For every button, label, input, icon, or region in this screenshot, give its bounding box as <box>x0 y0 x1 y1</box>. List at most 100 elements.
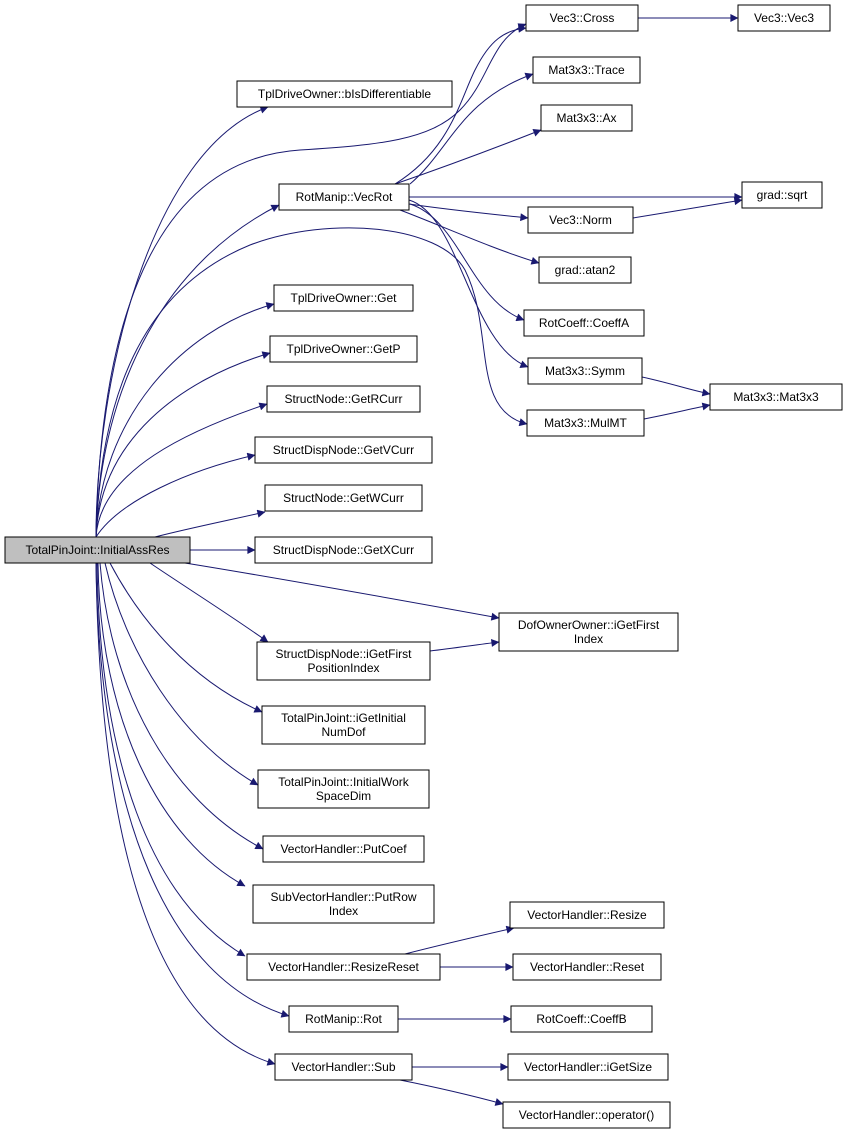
edge-root-to-tplGetP <box>95 351 271 538</box>
node-tplGetP[interactable]: TplDriveOwner::GetP <box>269 335 418 363</box>
node-tplIsDiff[interactable]: TplDriveOwner::bIsDifferentiable <box>236 80 453 108</box>
edge-line <box>95 452 256 538</box>
node-box <box>709 383 843 411</box>
node-box <box>527 206 634 234</box>
node-rcCoeffB[interactable]: RotCoeff::CoeffB <box>510 1005 653 1033</box>
node-label: VectorHandler::ResizeReset <box>268 960 419 974</box>
node-matTrace[interactable]: Mat3x3::Trace <box>532 56 641 84</box>
node-label: RotCoeff::CoeffB <box>536 1012 626 1026</box>
edge-root-to-vec3Cross <box>95 23 527 538</box>
node-box <box>502 1101 671 1129</box>
node-label: Index <box>574 632 603 646</box>
edge-vecRot-to-matTrace <box>409 72 534 185</box>
node-rmRot[interactable]: RotManip::Rot <box>288 1005 399 1033</box>
edge-line <box>97 562 246 887</box>
node-label: StructNode::GetWCurr <box>283 491 404 505</box>
node-matMat3x3[interactable]: Mat3x3::Mat3x3 <box>709 383 843 411</box>
edge-root-to-matMulMT <box>95 227 528 538</box>
edge-line <box>149 562 269 643</box>
node-getVCurr[interactable]: StructDispNode::GetVCurr <box>254 436 433 464</box>
node-label: TplDriveOwner::Get <box>290 291 397 305</box>
node-getXCurr[interactable]: StructDispNode::GetXCurr <box>254 536 433 564</box>
node-box <box>266 385 421 413</box>
edge-line <box>96 562 246 957</box>
node-gradAtan2[interactable]: grad::atan2 <box>538 256 632 284</box>
node-label: Vec3::Norm <box>549 213 612 227</box>
node-vec3Vec3[interactable]: Vec3::Vec3 <box>737 4 831 32</box>
node-box <box>254 536 433 564</box>
node-box <box>274 1053 413 1081</box>
node-label: TplDriveOwner::GetP <box>286 342 400 356</box>
node-matAx[interactable]: Mat3x3::Ax <box>540 104 633 132</box>
node-label: RotManip::VecRot <box>296 190 393 204</box>
node-box <box>246 953 441 981</box>
node-vhResize[interactable]: VectorHandler::Resize <box>509 901 665 929</box>
node-vhSub[interactable]: VectorHandler::Sub <box>274 1053 413 1081</box>
node-matSymm[interactable]: Mat3x3::Symm <box>527 357 643 385</box>
node-label: StructDispNode::GetVCurr <box>273 443 414 457</box>
edge-vecRot-to-matSymm <box>408 199 529 369</box>
edge-line <box>95 351 271 538</box>
edge-root-to-svhPutRow <box>97 562 246 887</box>
node-box <box>4 536 191 564</box>
edge-line <box>95 302 275 538</box>
edge-root-to-vhResizeReset <box>96 562 246 957</box>
node-matMulMT[interactable]: Mat3x3::MulMT <box>526 409 645 437</box>
node-gradSqrt[interactable]: grad::sqrt <box>741 181 823 209</box>
edge-line <box>399 209 540 265</box>
node-vhResizeReset[interactable]: VectorHandler::ResizeReset <box>246 953 441 981</box>
node-box <box>741 181 823 209</box>
node-box <box>510 1005 653 1033</box>
node-box <box>261 705 426 745</box>
edge-line <box>409 203 525 322</box>
node-vec3Cross[interactable]: Vec3::Cross <box>525 4 639 32</box>
node-vec3Norm[interactable]: Vec3::Norm <box>527 206 634 234</box>
node-label: SubVectorHandler::PutRow <box>270 890 416 904</box>
node-getRCurr[interactable]: StructNode::GetRCurr <box>266 385 421 413</box>
node-box <box>278 183 410 211</box>
node-label: Mat3x3::Ax <box>556 111 616 125</box>
edge-vecRot-to-gradAtan2 <box>399 209 540 265</box>
edge-root-to-tpjNumDof <box>109 562 263 713</box>
node-vecRot[interactable]: RotManip::VecRot <box>278 183 410 211</box>
node-rcCoeffA[interactable]: RotCoeff::CoeffA <box>523 309 645 337</box>
edge-vecRot-to-rcCoeffA <box>409 203 525 322</box>
node-box <box>269 335 418 363</box>
edge-vecRot-to-matAx <box>394 129 542 185</box>
node-root[interactable]: TotalPinJoint::InitialAssRes <box>4 536 191 564</box>
edge-root-to-sdnFirstPos <box>149 562 269 643</box>
edge-line <box>95 204 280 538</box>
node-vhReset[interactable]: VectorHandler::Reset <box>512 953 662 981</box>
node-label: VectorHandler::Resize <box>527 908 647 922</box>
edge-root-to-tpjWork <box>104 562 259 786</box>
edge-root-to-dofFirst <box>184 562 500 621</box>
edge-line <box>95 105 269 538</box>
node-vhOperator[interactable]: VectorHandler::operator() <box>502 1101 671 1129</box>
edge-line <box>184 562 500 621</box>
edge-line <box>95 23 527 538</box>
node-label: Mat3x3::MulMT <box>544 416 627 430</box>
nodes-layer: TotalPinJoint::InitialAssRes TplDriveOwne… <box>4 4 843 1129</box>
node-label: TotalPinJoint::InitialWork <box>278 775 410 789</box>
edge-root-to-getWCurr <box>154 509 266 538</box>
edge-line <box>95 227 528 538</box>
edge-line <box>104 562 259 786</box>
node-vhPutCoef[interactable]: VectorHandler::PutCoef <box>262 835 425 863</box>
node-label: RotManip::Rot <box>305 1012 382 1026</box>
node-label: NumDof <box>321 725 366 739</box>
node-box <box>236 80 453 108</box>
node-tplGet[interactable]: TplDriveOwner::Get <box>273 284 414 312</box>
node-getWCurr[interactable]: StructNode::GetWCurr <box>264 484 423 512</box>
node-label: Mat3x3::Trace <box>548 63 625 77</box>
node-box <box>262 835 425 863</box>
node-box <box>252 884 435 924</box>
edge-line <box>154 509 266 538</box>
edge-line <box>99 562 264 850</box>
node-vhGetSize[interactable]: VectorHandler::iGetSize <box>507 1053 669 1081</box>
